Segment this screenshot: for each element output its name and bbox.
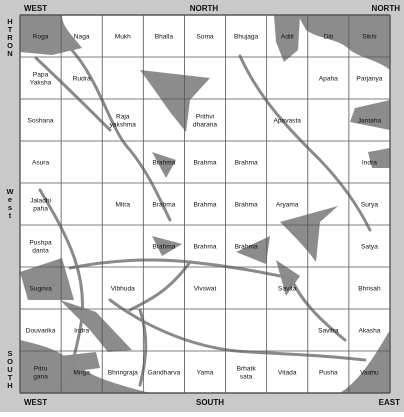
- cell-label: Satya: [361, 243, 378, 250]
- cell-label: Brahma: [235, 159, 258, 166]
- cell-label: Brahma: [193, 201, 216, 208]
- cell-label: Brahma: [235, 201, 258, 208]
- cell-label: Mitra: [115, 201, 130, 208]
- cell-label: Vitada: [278, 369, 297, 376]
- compass-bottom-center: SOUTH: [196, 398, 224, 407]
- cell-label: Naga: [74, 33, 90, 40]
- cell-label: Douvarika: [26, 327, 56, 334]
- cell-label: Sikhi: [362, 33, 377, 40]
- compass-left-top-letter: N: [7, 49, 12, 58]
- cell-label: Soma: [196, 33, 214, 40]
- cell-label: Savitra: [318, 327, 339, 334]
- cell-label: Vaahu: [360, 369, 379, 376]
- cell-label: Bhrisah: [358, 285, 381, 292]
- cell-label: Sugriva: [29, 285, 52, 292]
- cell-label: Jantaha: [358, 117, 382, 124]
- cell-label: Vivswat: [194, 285, 217, 292]
- cell-label: Savita: [278, 285, 297, 292]
- cell-label: Brahma: [193, 243, 216, 250]
- cell-label: Roga: [33, 33, 49, 40]
- cell-label: Bhalla: [155, 33, 174, 40]
- cell-label: Soshana: [28, 117, 54, 124]
- cell-label: Apavasta: [273, 117, 301, 124]
- cell-label: Aditi: [281, 33, 294, 40]
- cell-label: Bhringraja: [108, 369, 138, 376]
- compass-bottom-right: EAST: [379, 398, 400, 407]
- cell-label: Brahma: [152, 201, 175, 208]
- cell-label: Asura: [32, 159, 50, 166]
- cell-label: Diti: [324, 33, 334, 40]
- compass-top-center: NORTH: [190, 4, 219, 13]
- cell-label: Yama: [197, 369, 214, 376]
- compass-top-right: NORTH: [372, 4, 401, 13]
- cell-label: Vibhuda: [111, 285, 135, 292]
- cell-label: Brahma: [152, 243, 175, 250]
- cell-label: Parjanya: [356, 75, 382, 82]
- cell-label: Surya: [361, 201, 379, 208]
- cell-label: Gandharva: [148, 369, 181, 376]
- cell-label: Rudra: [73, 75, 91, 82]
- compass-top-left: WEST: [24, 4, 47, 13]
- cell-label: Aryama: [276, 201, 299, 208]
- cell-label: Brahma: [235, 243, 258, 250]
- cell-label: Brahma: [152, 159, 175, 166]
- compass-left-bottom-letter: H: [7, 381, 12, 390]
- cell-label: Pusha: [319, 369, 338, 376]
- cell-label: Brahma: [193, 159, 216, 166]
- cell-label: Mukh: [115, 33, 131, 40]
- cell-label: Indra: [74, 327, 89, 334]
- cell-label: Bhujaga: [234, 33, 259, 40]
- compass-bottom-left: WEST: [24, 398, 47, 407]
- cell-label: Apaha: [319, 75, 338, 82]
- cell-label: Akasha: [358, 327, 380, 334]
- cell-label: Mriga: [73, 369, 90, 376]
- cell-label: Indra: [362, 159, 377, 166]
